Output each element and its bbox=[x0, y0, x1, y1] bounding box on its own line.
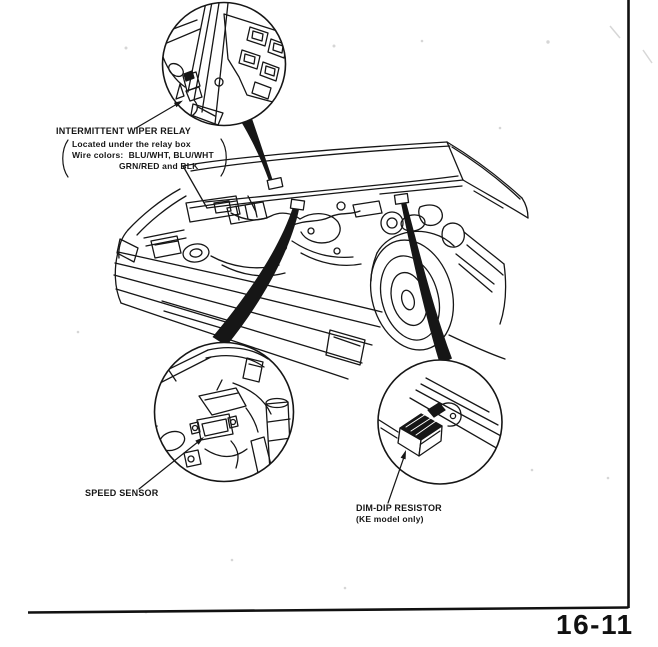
wiper-relay-note-line1: Located under the relay box bbox=[72, 139, 191, 149]
page-borders bbox=[27, 0, 630, 614]
page-border-bottom bbox=[27, 606, 629, 614]
leader-line-dim-dip bbox=[400, 200, 452, 365]
leader-line-wiper-relay bbox=[241, 118, 273, 182]
leader-line-speed-sensor bbox=[212, 205, 299, 346]
wiper-relay-callout-circle bbox=[161, 1, 287, 127]
leader-tip-boxes bbox=[266, 176, 410, 211]
leader-lines bbox=[212, 118, 452, 365]
wiper-relay-note-line2: Wire colors: BLU/WHT, BLU/WHT bbox=[72, 150, 214, 160]
speed-sensor-label: SPEED SENSOR bbox=[85, 488, 159, 498]
dim-dip-pointer bbox=[387, 450, 406, 504]
page-number: 16-11 bbox=[556, 609, 634, 640]
speed-sensor-callout-circle bbox=[153, 341, 295, 483]
car-illustration bbox=[113, 141, 529, 380]
dim-dip-resistor-label: DIM-DIP RESISTOR bbox=[356, 503, 442, 513]
speed-sensor-pointer bbox=[138, 437, 204, 490]
dim-dip-resistor-note: (KE model only) bbox=[356, 514, 424, 524]
note-brackets bbox=[62, 138, 227, 178]
note-bracket-right bbox=[220, 138, 227, 177]
dim-dip-callout-circle bbox=[377, 359, 503, 485]
pointer-arrows bbox=[135, 100, 406, 504]
wiper-relay-label: INTERMITTENT WIPER RELAY bbox=[56, 126, 191, 136]
wiper-relay-note-line3: GRN/RED and BLK bbox=[119, 161, 199, 171]
scan-noise bbox=[76, 25, 653, 614]
wiper-relay-pointer bbox=[135, 100, 183, 129]
note-bracket-left bbox=[62, 139, 69, 178]
